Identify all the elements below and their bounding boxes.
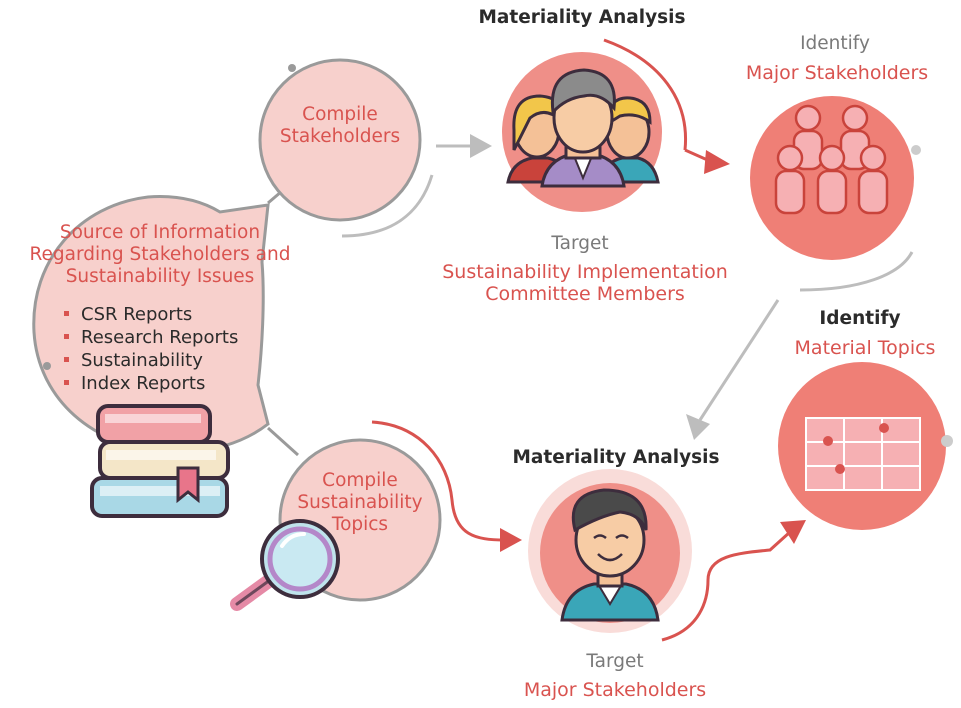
red-arc-bottom-right: [661, 530, 792, 642]
source-item: Index Reports: [62, 372, 238, 395]
analysis-bottom-heading: Materiality Analysis: [512, 447, 720, 468]
grey-arrow-right-top: [436, 134, 492, 158]
grey-arc-top: [341, 174, 434, 238]
source-item: Research Reports: [62, 326, 238, 349]
books-icon: [90, 404, 230, 518]
identify-stakeholders-value: Major Stakeholders: [745, 62, 929, 84]
analysis-bottom-target-value: Major Stakeholders: [523, 679, 707, 701]
identify-stakeholders-label: Identify: [800, 33, 870, 54]
red-arc-top: [603, 38, 688, 151]
analysis-bottom-target-label: Target: [586, 651, 644, 672]
analysis-top-target-label: Target: [551, 233, 609, 254]
grey-arrow-down-left: [686, 299, 780, 440]
identify-topics-label: Identify: [819, 308, 901, 329]
red-arrow-right-bottom: [500, 528, 522, 552]
red-arc-bottom-left: [371, 420, 506, 542]
connector-line-bottom: [266, 426, 300, 457]
identify-topics-value: Material Topics: [794, 337, 936, 359]
analysis-top-heading: Materiality Analysis: [478, 7, 686, 28]
source-item: CSR Reports: [62, 303, 238, 326]
stakeholder-person-icon: [528, 469, 692, 633]
red-arrow-to-identify-stakeholders: [684, 148, 730, 174]
compile-topics-label: Compile Sustainability Topics: [297, 470, 423, 535]
source-item: Sustainability: [62, 349, 238, 372]
compile-stakeholders-label: Compile Stakeholders: [279, 104, 401, 147]
grey-arc-right: [799, 251, 914, 292]
analysis-top-target-value: Sustainability Implementation Committee …: [442, 261, 728, 306]
magnifier-icon: [230, 519, 340, 611]
red-arrow-to-material-topics: [780, 520, 806, 544]
committee-members-icon: [502, 52, 662, 212]
source-list: CSR Reports Research Reports Sustainabil…: [62, 303, 238, 395]
source-title: Source of Information Regarding Stakehol…: [29, 222, 291, 287]
topic-matrix-icon: [778, 362, 953, 530]
stakeholder-crowd-icon: [750, 96, 921, 260]
compile-stakeholders-circle: [258, 58, 422, 222]
